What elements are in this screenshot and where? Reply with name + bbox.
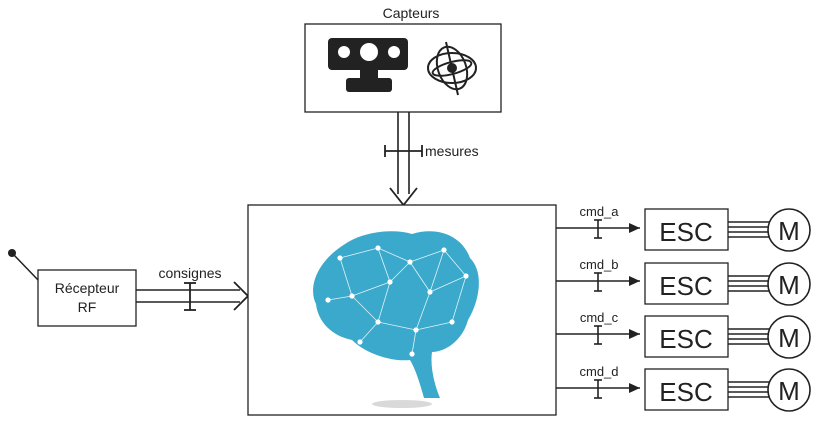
motor-label-a: M xyxy=(778,216,800,246)
receiver-label-line1: Récepteur xyxy=(55,280,120,296)
receiver-block: Récepteur RF xyxy=(8,249,137,327)
sensors-title: Capteurs xyxy=(383,5,440,21)
esc-label-d: ESC xyxy=(659,377,712,407)
cmd-label-c: cmd_c xyxy=(580,310,619,325)
output-channel-a: cmd_a ESC M xyxy=(556,204,811,252)
cmd-label-b: cmd_b xyxy=(579,257,618,272)
output-channel-c: cmd_c ESC M xyxy=(556,310,811,359)
measures-link: mesures xyxy=(384,112,479,207)
antenna-icon xyxy=(8,249,40,282)
motor-label-d: M xyxy=(778,376,800,406)
output-channel-b: cmd_b ESC M xyxy=(556,257,811,306)
depth-camera-icon xyxy=(328,38,408,92)
motor-label-b: M xyxy=(778,270,800,300)
cmd-label-a: cmd_a xyxy=(579,204,619,219)
setpoints-label: consignes xyxy=(158,265,221,281)
measures-label: mesures xyxy=(425,143,479,159)
brain-network-icon xyxy=(313,231,479,408)
controller-block xyxy=(247,204,557,416)
output-channel-d: cmd_d ESC M xyxy=(556,364,811,412)
cmd-label-d: cmd_d xyxy=(579,364,618,379)
motor-label-c: M xyxy=(778,323,800,353)
receiver-label-line2: RF xyxy=(78,299,97,315)
setpoints-link: consignes xyxy=(136,265,250,311)
esc-label-b: ESC xyxy=(659,271,712,301)
sensors-block: Capteurs xyxy=(304,5,502,113)
gyroscope-icon xyxy=(427,41,477,96)
esc-label-c: ESC xyxy=(659,324,712,354)
esc-label-a: ESC xyxy=(659,217,712,247)
